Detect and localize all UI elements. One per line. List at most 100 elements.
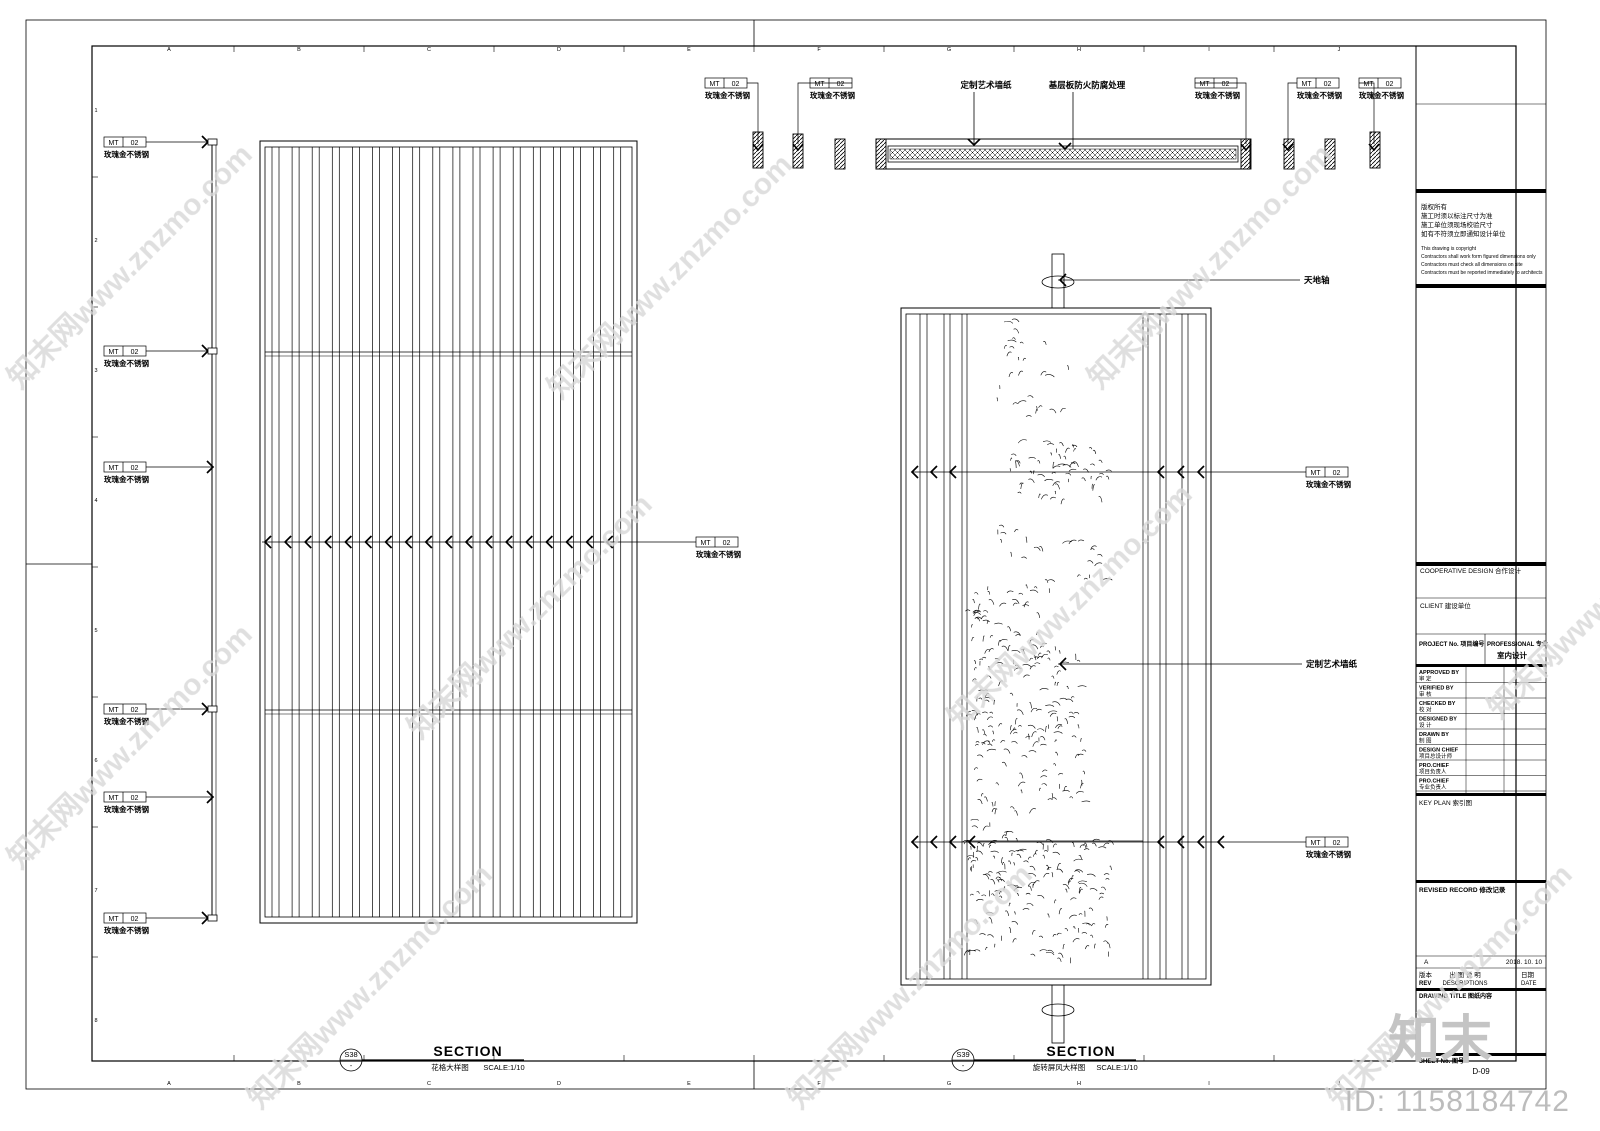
left-leader-cap (207, 914, 218, 922)
wallpaper-stroke (1039, 787, 1041, 791)
wallpaper-stroke (1032, 930, 1036, 935)
screen-leader-arrow (1216, 835, 1225, 849)
grid-letter: J (1338, 47, 1341, 53)
section-ref-sub-right: - (962, 1063, 965, 1070)
tag-name: 玫瑰金不锈钢 (810, 90, 855, 100)
wallpaper-stroke (1064, 718, 1068, 724)
wallpaper-stroke (1036, 632, 1039, 635)
wallpaper-stroke (1098, 846, 1107, 849)
wallpaper-stroke (987, 743, 993, 747)
wallpaper-stroke (1003, 320, 1014, 324)
wallpaper-stroke (1034, 656, 1040, 659)
wallpaper-stroke (1070, 897, 1077, 901)
wallpaper-stroke (976, 726, 979, 733)
wallpaper-stroke (1050, 496, 1056, 500)
tb-sheet-value: D-09 (1472, 1067, 1490, 1076)
wallpaper-stroke (1014, 461, 1017, 469)
wallpaper-stroke (1036, 612, 1040, 618)
wallpaper-stroke (1081, 800, 1091, 803)
tb-rev-e3: DATE (1521, 981, 1537, 987)
tag-name: 玫瑰金不锈钢 (104, 149, 149, 159)
lattice-arrow (504, 535, 513, 549)
tb-client: CLIENT 建设单位 (1420, 601, 1471, 610)
wallpaper-stroke (1052, 843, 1057, 848)
wallpaper-stroke (998, 870, 1007, 873)
wallpaper-stroke (1054, 681, 1057, 686)
wallpaper-stroke (1043, 873, 1050, 878)
wallpaper-stroke (1008, 927, 1012, 934)
tb-professional: PROFESSIONAL 专业 (1487, 640, 1548, 648)
lattice-arrow (565, 535, 574, 549)
wallpaper-stroke (1062, 464, 1072, 468)
section-subtitle-left: 花格大样图 (431, 1062, 469, 1072)
wallpaper-stroke (983, 610, 989, 613)
tag-name: 玫瑰金不锈钢 (1306, 479, 1351, 489)
wallpaper-stroke (1109, 865, 1112, 871)
screen-leader-arrow (929, 835, 938, 849)
axis-label: 天地轴 (1304, 275, 1330, 285)
wallpaper-stroke (992, 730, 994, 735)
wallpaper-stroke (969, 893, 974, 896)
wallpaper-stroke (1018, 725, 1022, 727)
wallpaper-stroke (1031, 731, 1037, 738)
wallpaper-stroke (1082, 770, 1085, 775)
svg-text:知末网www.znzmo.com: 知末网www.znzmo.com (1322, 858, 1579, 1115)
lattice-frame-inner (264, 146, 633, 918)
tb-professional-value: 室内设计 (1497, 650, 1527, 660)
tb-thick-3 (1416, 562, 1546, 566)
wallpaper-stroke (1038, 652, 1042, 656)
wallpaper-stroke (974, 717, 977, 721)
wallpaper-stroke (1012, 337, 1016, 340)
wallpaper-stroke (1068, 880, 1072, 885)
wallpaper-stroke (974, 592, 979, 595)
wallpaper-stroke (1012, 602, 1018, 606)
wallpaper-stroke (1054, 665, 1059, 668)
wallpaper-stroke (1058, 773, 1064, 776)
title-block: 版权所有施工时须以标注尺寸为准施工单位须现场校验尺寸如有不符须立即通知设计单位 … (1415, 46, 1548, 1076)
lattice-arrow (605, 535, 614, 549)
wallpaper-stroke (1103, 940, 1108, 943)
wallpaper-stroke (1021, 755, 1028, 758)
wallpaper-stroke (982, 740, 990, 745)
wallpaper-stroke (1016, 893, 1019, 897)
wallpaper-stroke (1011, 650, 1021, 654)
wallpaper-stroke (998, 524, 1005, 528)
plan-label-board: 基层板防火防腐处理 (1048, 80, 1126, 90)
tb-role-cn: 项目负责人 (1419, 768, 1447, 776)
lattice-arrow (545, 535, 554, 549)
wallpaper-stroke (1029, 470, 1033, 474)
grid-number: 8 (94, 1018, 97, 1024)
tag-number: 02 (131, 140, 139, 147)
tag-box (695, 536, 739, 548)
wallpaper-stroke (1098, 496, 1103, 503)
tag-code: MT (108, 349, 119, 356)
grid-letter: I (1208, 47, 1210, 53)
wallpaper-stroke (1029, 702, 1032, 709)
grid-letter: C (427, 47, 431, 53)
wallpaper-stroke (1088, 907, 1094, 911)
lattice-arrow (364, 535, 373, 549)
wallpaper-stroke (1068, 539, 1077, 545)
wallpaper-stroke (1078, 854, 1082, 860)
wallpaper-stroke (1039, 688, 1049, 691)
svg-text:知末网www.znzmo.com: 知末网www.znzmo.com (2, 618, 259, 875)
wallpaper-stroke (1040, 775, 1048, 778)
wallpaper-stroke (1065, 447, 1070, 453)
wallpaper-stroke (1006, 590, 1014, 594)
wallpaper-stroke (999, 602, 1007, 607)
rotation-symbol-top (1041, 275, 1075, 289)
wallpaper-stroke (1090, 463, 1095, 466)
tag-code: MT (709, 81, 720, 88)
wallpaper-stroke (1052, 481, 1060, 486)
section-ref-sub-left: - (350, 1063, 353, 1070)
wallpaper-stroke (1042, 769, 1048, 773)
wallpaper-stroke (1028, 885, 1032, 891)
wallpaper-stroke (986, 748, 997, 752)
tb-revised: REVISED RECORD 修改记录 (1419, 885, 1506, 894)
wallpaper-stroke (1026, 903, 1034, 907)
wallpaper-stroke (1064, 928, 1069, 932)
tb-copyright-en-line: This drawing is copyright (1421, 246, 1477, 252)
wallpaper-stroke (1014, 810, 1018, 816)
